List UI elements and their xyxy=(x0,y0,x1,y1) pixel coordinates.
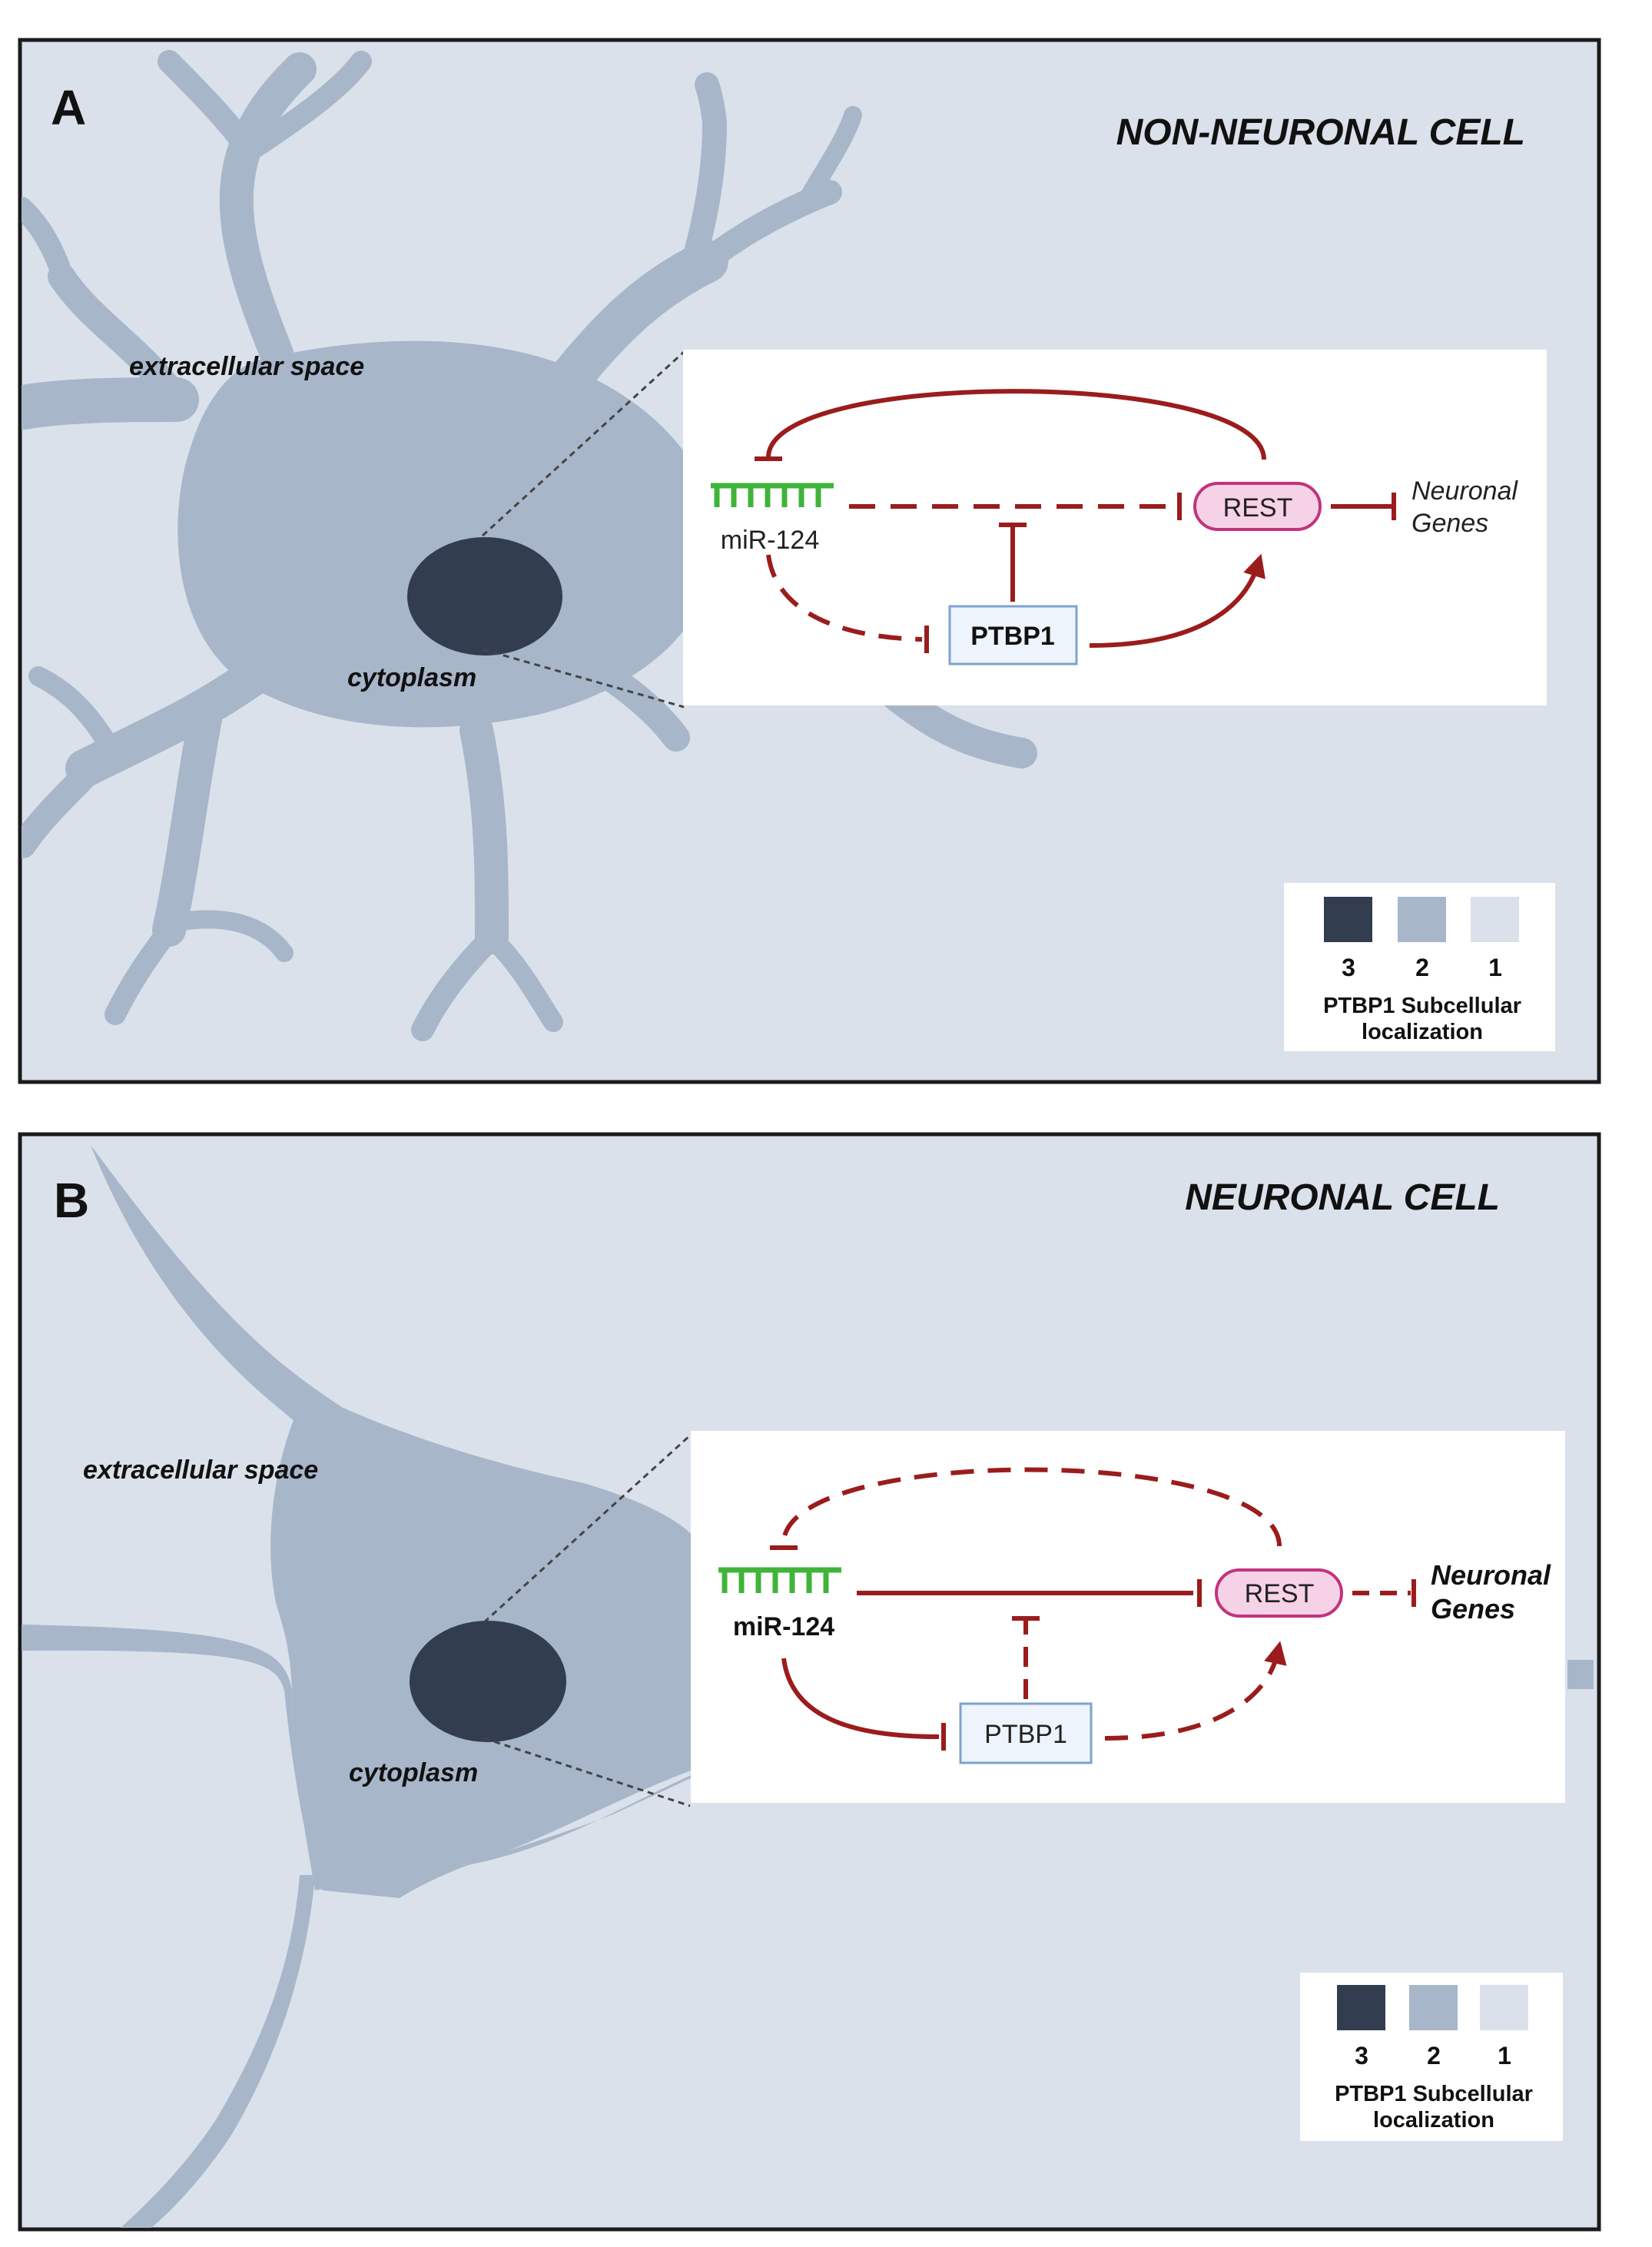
regulatory-diagram-b: miR-124 REST PTBP1 Neuronal Genes xyxy=(691,1431,1565,1803)
target-label-a-1: Neuronal xyxy=(1411,476,1518,506)
ptbp1-label-b: PTBP1 xyxy=(984,1720,1067,1749)
ptbp1-node-b xyxy=(959,1702,1093,1764)
rest-inhibits-mirna-b xyxy=(781,1467,1282,1547)
mirna-icon xyxy=(711,483,834,507)
legend-a: 3 2 1 PTBP1 Subcellular localization xyxy=(1284,883,1555,1051)
panel-a-letter: A xyxy=(51,80,86,135)
legend-a-swatch-3 xyxy=(1324,897,1372,942)
rest-node-b xyxy=(1215,1568,1343,1618)
legend-b: 3 2 1 PTBP1 Subcellular localization xyxy=(1300,1973,1563,2141)
mirna-label-b: miR-124 xyxy=(733,1612,834,1641)
ptbp1-activates-rest-b xyxy=(1104,1641,1287,1741)
panel-a: A NON-NEURONAL CELL extracellular space … xyxy=(18,38,1601,1084)
legend-b-swatch-3 xyxy=(1337,1985,1385,2030)
target-label-b-1: Neuronal xyxy=(1431,1559,1551,1591)
mirna-inhibits-ptbp1-b xyxy=(781,1658,940,1739)
nucleus-a xyxy=(407,537,562,656)
panel-a-title: NON-NEURONAL CELL xyxy=(1116,112,1525,153)
panel-b: B NEURONAL CELL extracellular space cyto… xyxy=(18,1132,1601,2232)
rest-node-a xyxy=(1193,482,1322,531)
cytoplasm-label-a: cytoplasm xyxy=(347,663,476,692)
cytoplasm-label-b: cytoplasm xyxy=(349,1758,478,1787)
rest-label-b: REST xyxy=(1245,1579,1315,1608)
legend-a-swatch-1 xyxy=(1471,897,1519,942)
legend-b-level-1: 1 xyxy=(1498,2042,1511,2069)
ptbp1-activates-rest-a xyxy=(1089,553,1266,648)
mirna-label-a: miR-124 xyxy=(721,526,819,555)
nucleus-b xyxy=(410,1621,566,1742)
panel-b-title: NEURONAL CELL xyxy=(1185,1177,1500,1218)
rest-inhibits-mirna-a xyxy=(766,389,1266,460)
legend-b-level-3: 3 xyxy=(1355,2042,1368,2069)
ptbp1-label-a: PTBP1 xyxy=(970,622,1055,651)
legend-a-caption-2: localization xyxy=(1362,1020,1483,1044)
panel-b-letter: B xyxy=(54,1173,89,1228)
right-edge-tab xyxy=(1567,1660,1594,1689)
legend-b-swatch-2 xyxy=(1409,1985,1458,2030)
mirna-inhibits-ptbp1-a xyxy=(766,554,923,642)
rest-label-a: REST xyxy=(1223,493,1293,523)
legend-b-caption-1: PTBP1 Subcellular xyxy=(1335,2082,1533,2106)
legend-a-level-2: 2 xyxy=(1415,954,1429,981)
legend-a-caption-1: PTBP1 Subcellular xyxy=(1323,994,1521,1018)
legend-a-level-3: 3 xyxy=(1342,954,1355,981)
target-label-a-2: Genes xyxy=(1411,509,1488,538)
legend-b-caption-2: localization xyxy=(1373,2108,1494,2132)
diagram-b-box xyxy=(691,1431,1565,1803)
ptbp1-node-a xyxy=(948,605,1078,665)
legend-a-swatch-2 xyxy=(1398,897,1446,942)
extracellular-label-a: extracellular space xyxy=(129,352,364,381)
mirna-icon xyxy=(718,1567,841,1593)
extracellular-label-b: extracellular space xyxy=(83,1455,318,1485)
target-label-b-2: Genes xyxy=(1431,1593,1515,1625)
legend-a-level-1: 1 xyxy=(1488,954,1502,981)
legend-b-swatch-1 xyxy=(1480,1985,1528,2030)
legend-b-level-2: 2 xyxy=(1427,2042,1441,2069)
regulatory-diagram-a: miR-124 REST PTBP1 Neuronal Genes xyxy=(683,350,1547,705)
neuronal-cell-shape xyxy=(22,1145,730,2228)
